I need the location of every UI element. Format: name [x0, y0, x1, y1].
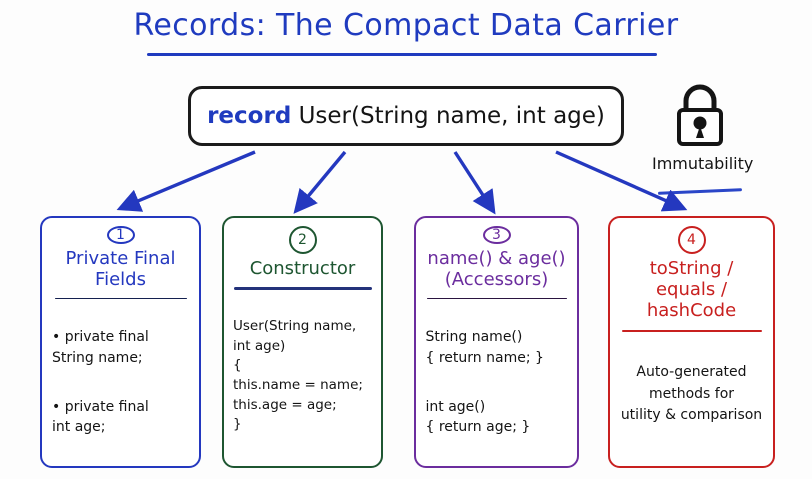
card-divider: [233, 287, 372, 290]
card-body: User(String name, int age) { this.name =…: [231, 298, 374, 455]
arrow-to-card-2: [293, 150, 347, 214]
card-body-line: • private final String name;: [52, 329, 149, 366]
record-declaration-text: record User(String name, int age): [207, 103, 605, 129]
record-declaration-box: record User(String name, int age): [188, 86, 624, 146]
card-header: name() & age() (Accessors): [427, 248, 566, 291]
immutability-label: Immutability: [652, 154, 754, 173]
card-accessors: 3 name() & age() (Accessors) String name…: [414, 216, 579, 468]
card-body: Auto-generated methods for utility & com…: [618, 340, 765, 448]
card-header: toString / equals / hashCode: [646, 258, 737, 322]
card-body: String name() { return name; } int age()…: [423, 307, 571, 458]
card-divider: [621, 329, 762, 333]
card-number-badge: 1: [106, 226, 135, 244]
card-body-line: • private final int age;: [52, 399, 149, 436]
card-number-badge: 4: [677, 226, 706, 254]
lock-icon: [677, 84, 723, 146]
card-header: Private Final Fields: [65, 248, 176, 291]
page-title: Records: The Compact Data Carrier: [133, 8, 679, 43]
record-keyword: record: [207, 103, 292, 129]
record-signature: User(String name, int age): [291, 103, 605, 129]
immutability-underline: [657, 188, 743, 195]
arrow-to-card-3: [453, 151, 496, 215]
card-private-final-fields: 1 Private Final Fields • private final S…: [40, 216, 201, 468]
card-object-methods: 4 toString / equals / hashCode Auto-gene…: [608, 216, 775, 468]
card-body-line: String name() { return name; }: [425, 329, 544, 366]
card-number-badge: 2: [288, 226, 317, 254]
arrow-to-card-1: [116, 150, 256, 212]
card-number-badge: 3: [482, 226, 511, 244]
immutability-group: Immutability: [652, 80, 754, 173]
card-body-line: Auto-generated methods for utility & com…: [620, 363, 763, 424]
card-body: • private final String name; • private f…: [48, 307, 193, 458]
card-header: Constructor: [249, 258, 356, 279]
title-underline: [147, 53, 657, 56]
card-body-line: int age() { return age; }: [425, 399, 531, 436]
card-body-line: User(String name, int age) { this.name =…: [233, 318, 363, 433]
card-constructor: 2 Constructor User(String name, int age)…: [222, 216, 383, 468]
